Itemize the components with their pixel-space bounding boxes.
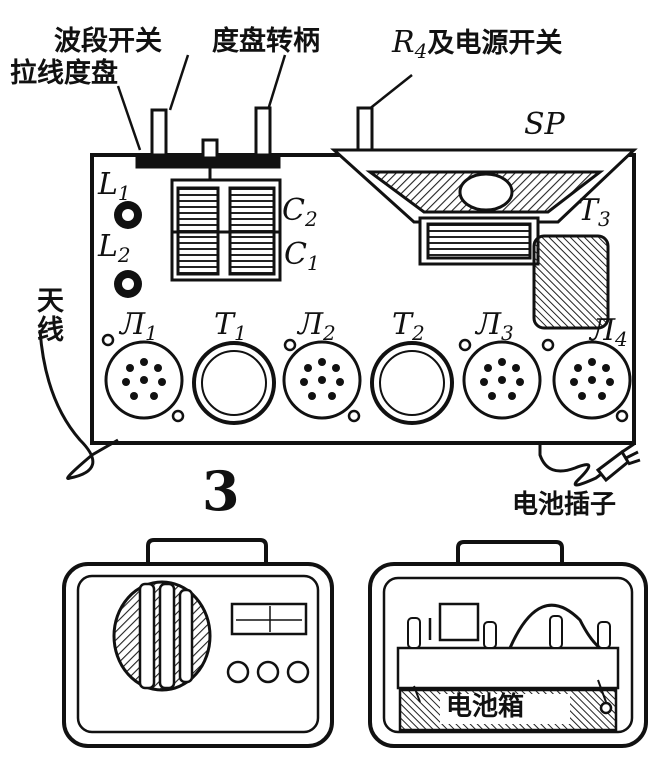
battery-plug — [595, 442, 641, 483]
l1-label: L1 — [98, 167, 131, 205]
speaker — [330, 148, 638, 266]
mounting-screws — [101, 333, 629, 423]
tube2-prefix: Л — [298, 307, 324, 342]
tube-socket-1 — [104, 340, 184, 420]
transformer-t2 — [370, 341, 454, 425]
tube3-prefix: Л — [476, 307, 502, 342]
tube1-sub: 1 — [145, 321, 158, 345]
radio-front-view — [62, 538, 334, 748]
figure-number: 3 — [202, 459, 240, 523]
c1-prefix: C — [284, 237, 307, 272]
antenna-label: 天线 — [32, 286, 63, 344]
dial-knob-label: 度盘转柄 — [212, 26, 320, 57]
leader-lines — [116, 54, 413, 151]
tube-socket-4 — [552, 340, 632, 420]
l2-sub: 2 — [117, 243, 131, 267]
t1-prefix: T — [214, 307, 235, 342]
tube4-label: Л4 — [590, 313, 628, 351]
battery-plug-cable — [538, 443, 613, 487]
r4-power-switch-label: R4及电源开关 — [392, 25, 563, 63]
tube3-label: Л3 — [476, 307, 514, 345]
r4-text: 及电源开关 — [427, 28, 563, 59]
coil-l2 — [114, 270, 142, 298]
t1-sub: 1 — [234, 321, 247, 345]
r4-prefix: R — [392, 25, 415, 60]
radio-back-view — [368, 540, 648, 748]
c2-prefix: C — [282, 193, 305, 228]
tube1-prefix: Л — [120, 307, 146, 342]
tube3-sub: 3 — [501, 321, 514, 345]
tube2-label: Л2 — [298, 307, 336, 345]
dial-plate — [135, 138, 281, 169]
speaker-label: SP — [524, 107, 565, 142]
l1-sub: 1 — [117, 181, 131, 205]
c2-sub: 2 — [304, 207, 318, 231]
t2-prefix: T — [392, 307, 413, 342]
t3-label: T3 — [578, 193, 611, 231]
antenna-wire — [38, 329, 119, 481]
battery-box-label: 电池箱 — [446, 692, 525, 722]
t2-label: T2 — [392, 307, 425, 345]
tube4-sub: 4 — [615, 327, 628, 351]
transformer-t3 — [532, 234, 610, 330]
tube-socket-3 — [462, 340, 542, 420]
t2-sub: 2 — [412, 321, 425, 345]
tube4-prefix: Л — [590, 313, 616, 348]
c2-label: C2 — [282, 193, 318, 231]
tube2-sub: 2 — [323, 321, 336, 345]
t1-label: T1 — [214, 307, 247, 345]
battery-plug-label: 电池插子 — [512, 490, 617, 520]
tube1-label: Л1 — [120, 307, 158, 345]
c1-label: C1 — [284, 237, 320, 275]
dial-cord-label: 拉线度盘 — [10, 58, 118, 89]
t3-prefix: T — [578, 193, 599, 228]
c1-sub: 1 — [306, 251, 320, 275]
variable-capacitor — [170, 168, 282, 282]
l2-label: L2 — [98, 229, 131, 267]
r4-sub: 4 — [414, 39, 428, 63]
coil-l1 — [114, 201, 142, 229]
tube-socket-2 — [282, 340, 362, 420]
band-switch-label: 波段开关 — [54, 26, 162, 57]
t3-sub: 3 — [598, 207, 611, 231]
l2-prefix: L — [98, 229, 118, 264]
l1-prefix: L — [98, 167, 118, 202]
transformer-t1 — [192, 341, 276, 425]
